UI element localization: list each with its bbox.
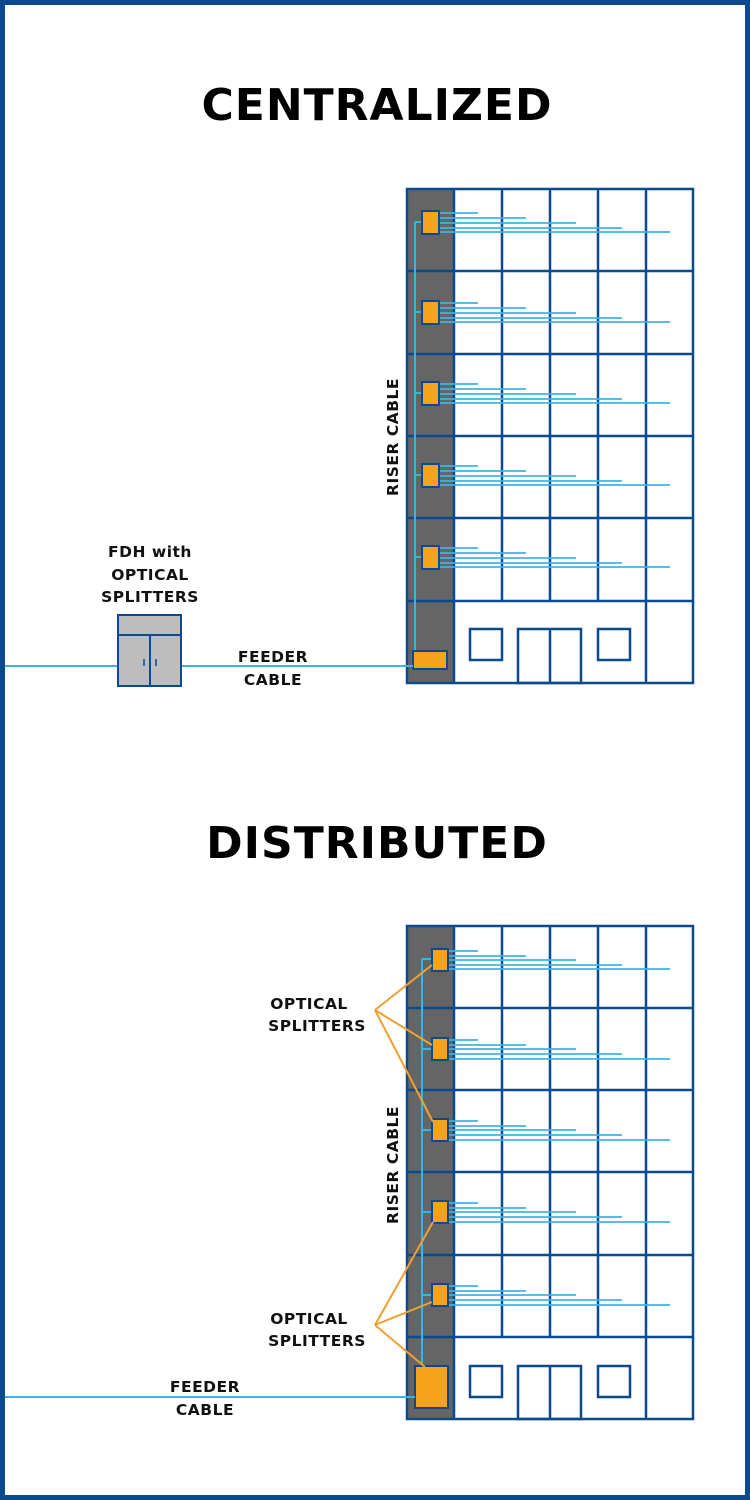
splitter-icon	[415, 381, 670, 406]
feeder-label-line-1: FEEDER	[170, 1378, 240, 1396]
feeder-label-line-2: CABLE	[176, 1401, 234, 1419]
optical-splitters-label-bottom-line-2: SPLITTERS	[268, 1332, 366, 1350]
splitter-icon	[415, 300, 670, 325]
splitter-icon	[422, 1200, 670, 1224]
riser-cable-label: RISER CABLE	[384, 1106, 402, 1224]
base-splitter-icon	[414, 1365, 449, 1409]
optical-splitters-label-top-line-2: SPLITTERS	[268, 1017, 366, 1035]
base-termination-box-icon	[412, 650, 448, 670]
splitter-icon	[422, 1118, 670, 1142]
splitter-icon	[415, 463, 670, 488]
building-icon	[405, 187, 695, 685]
centralized-section: CENTRALIZED	[5, 80, 695, 689]
fdh-label-line-3: SPLITTERS	[101, 588, 199, 606]
floor-splitters	[415, 210, 670, 570]
fdh-label-line-1: FDH with	[108, 543, 192, 561]
optical-splitters-label-top-line-1: OPTICAL	[270, 995, 348, 1013]
floor-splitters	[422, 948, 670, 1307]
optical-splitters-label-bottom-line-1: OPTICAL	[270, 1310, 348, 1328]
building-icon	[405, 924, 695, 1421]
fdh-cabinet-icon	[117, 614, 182, 687]
centralized-title: CENTRALIZED	[201, 80, 552, 131]
feeder-label-line-1: FEEDER	[238, 648, 308, 666]
distributed-section: DISTRIBUTED	[5, 818, 695, 1421]
feeder-label-line-2: CABLE	[244, 671, 302, 689]
splitter-icon	[415, 210, 670, 235]
riser-cable-label: RISER CABLE	[384, 378, 402, 496]
splitter-icon	[415, 545, 670, 570]
splitter-icon	[422, 1283, 670, 1307]
splitter-icon	[422, 948, 670, 972]
distributed-title: DISTRIBUTED	[206, 818, 548, 869]
splitter-leader-lines	[374, 964, 434, 1368]
fdh-label-line-2: OPTICAL	[111, 566, 189, 584]
splitter-icon	[422, 1037, 670, 1061]
